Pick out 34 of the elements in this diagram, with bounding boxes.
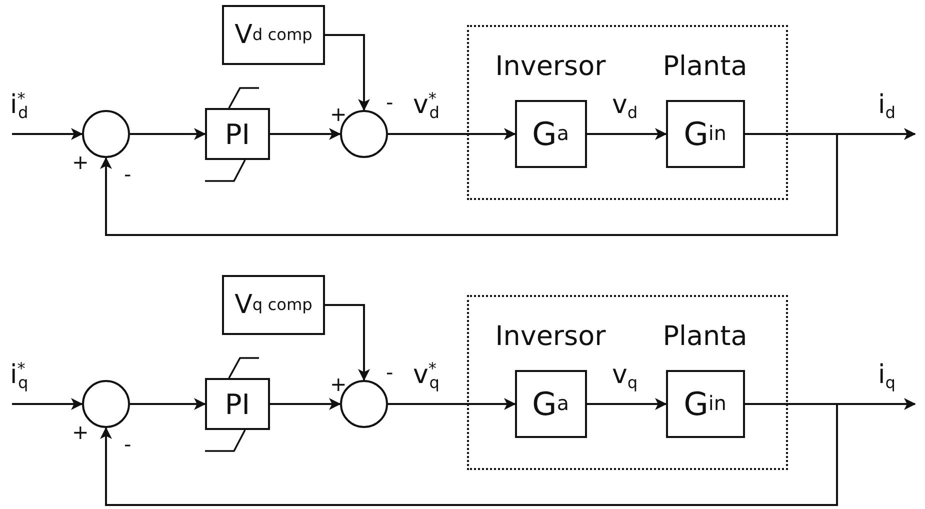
sign-label: - xyxy=(386,362,394,382)
signal-arrow xyxy=(325,304,370,381)
signal-arrow xyxy=(12,128,83,140)
signal-arrow xyxy=(100,403,838,506)
dotted-group-frame xyxy=(467,295,788,470)
edge-label: v$_{d}$ xyxy=(612,90,638,124)
sign-label: - xyxy=(124,434,132,454)
sign-label: - xyxy=(386,92,394,112)
signal-arrow xyxy=(388,128,516,140)
signal-arrow xyxy=(587,398,667,410)
signal-arrow xyxy=(100,133,838,236)
edge-label: i$_{d}$ xyxy=(878,90,896,124)
signal-arrow xyxy=(388,398,516,410)
edge-label: v$_{q}$ xyxy=(612,360,638,394)
block-heading: Inversor xyxy=(495,320,606,354)
block-heading: Inversor xyxy=(495,50,606,84)
signal-arrow xyxy=(130,128,206,140)
signal-arrow xyxy=(270,128,341,140)
signal-arrow xyxy=(587,128,667,140)
transfer-block: PI xyxy=(205,108,270,160)
sign-label: + xyxy=(72,152,89,172)
transfer-block: PI xyxy=(205,378,270,430)
signal-arrow xyxy=(270,398,341,410)
signal-arrow xyxy=(12,398,83,410)
block-heading: Planta xyxy=(662,50,748,84)
sign-label: + xyxy=(72,422,89,442)
block-heading: Planta xyxy=(662,320,748,354)
edge-label: i$_{q}$ xyxy=(878,360,896,394)
sign-label: - xyxy=(124,164,132,184)
sign-label: + xyxy=(330,104,347,124)
signal-arrow xyxy=(130,398,206,410)
signal-arrow xyxy=(325,34,370,111)
sign-label: + xyxy=(330,374,347,394)
dotted-group-frame xyxy=(467,25,788,200)
